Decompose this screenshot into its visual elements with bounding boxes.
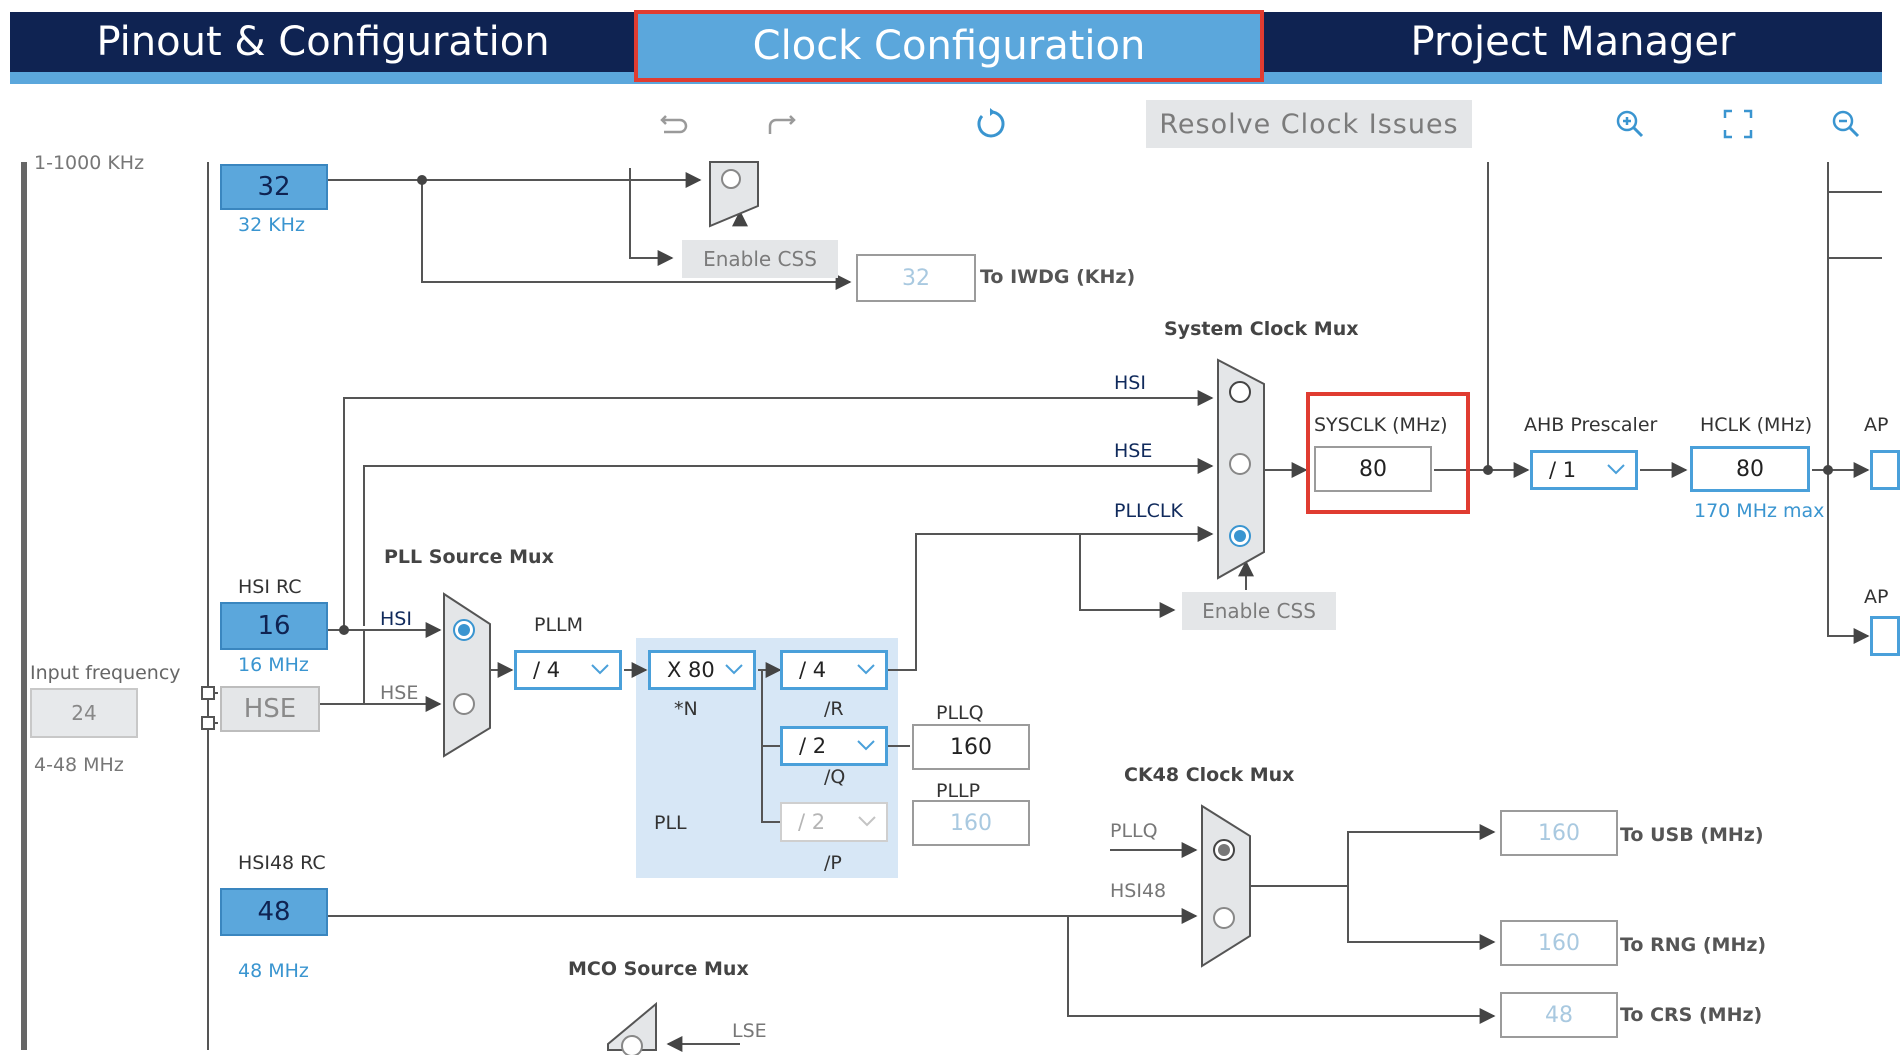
hclk-max-label: 170 MHz max <box>1694 500 1825 522</box>
pllq-output-label: PLLQ <box>936 702 984 724</box>
pllmux-input-hse-label: HSE <box>380 682 419 704</box>
chevron-down-icon <box>1607 464 1625 475</box>
sysmux-input-hse-label: HSE <box>1114 440 1153 462</box>
ck48-radio-pllq[interactable] <box>1212 838 1236 867</box>
pllmux-input-hsi-label: HSI <box>380 608 412 630</box>
resolve-clock-issues-button[interactable]: Resolve Clock Issues <box>1146 100 1472 148</box>
pllm-label: PLLM <box>534 614 584 636</box>
pllp-divider-value: / 2 <box>798 810 826 834</box>
pll-source-mux-title: PLL Source Mux <box>384 546 554 568</box>
chevron-down-icon <box>857 740 875 751</box>
lse-value-box: 32 <box>220 164 328 210</box>
ck48-clock-mux-title: CK48 Clock Mux <box>1124 764 1295 786</box>
mco-source-mux-title: MCO Source Mux <box>568 958 749 980</box>
plln-label: *N <box>674 698 698 720</box>
ahb-prescaler-select[interactable]: / 1 <box>1530 450 1638 490</box>
plln-select[interactable]: X 80 <box>648 650 756 690</box>
enable-css-mid-button[interactable]: Enable CSS <box>1182 592 1336 630</box>
apb2-select-cut[interactable] <box>1870 616 1900 656</box>
hsi48-rc-value-box: 48 <box>220 888 328 936</box>
chevron-down-icon <box>591 664 609 675</box>
rng-output-label: To RNG (MHz) <box>1620 934 1767 956</box>
pllp-divider-label: /P <box>824 852 842 874</box>
sysmux-radio-pllclk[interactable] <box>1228 524 1252 553</box>
redo-icon[interactable] <box>764 106 800 142</box>
mco-radio-lse[interactable] <box>620 1034 644 1055</box>
hclk-label: HCLK (MHz) <box>1700 414 1813 436</box>
sysclk-value-box[interactable]: 80 <box>1314 446 1432 492</box>
sysmux-input-pllclk-label: PLLCLK <box>1114 500 1183 522</box>
chevron-down-icon <box>725 664 743 675</box>
hse-input-frequency-label: Input frequency <box>30 662 181 684</box>
zoom-out-icon[interactable] <box>1828 106 1864 142</box>
pllm-value: / 4 <box>533 658 561 682</box>
hse-range-label: 4-48 MHz <box>34 754 124 776</box>
usb-output-label: To USB (MHz) <box>1620 824 1764 846</box>
enable-css-top-button[interactable]: Enable CSS <box>682 240 838 278</box>
lse-freq-label: 32 KHz <box>238 214 305 236</box>
sysclk-label: SYSCLK (MHz) <box>1314 414 1448 436</box>
sysmux-input-hsi-label: HSI <box>1114 372 1146 394</box>
clock-wires <box>21 161 1882 1052</box>
refresh-icon[interactable] <box>972 106 1008 142</box>
hsi-rc-label: HSI RC <box>238 576 302 598</box>
pllm-select[interactable]: / 4 <box>514 650 622 690</box>
apb2-label-cut: AP <box>1864 586 1889 608</box>
undo-icon[interactable] <box>656 106 692 142</box>
pll-block-label: PLL <box>654 812 687 834</box>
hsi-rc-value-box: 16 <box>220 602 328 650</box>
mco-input-lse-label: LSE <box>732 1020 767 1042</box>
clock-tree-diagram: 1-1000 KHz 32 32 KHz Enable CSS 32 To IW… <box>0 152 1900 1055</box>
chevron-down-icon <box>857 664 875 675</box>
ahb-prescaler-value: / 1 <box>1549 458 1577 482</box>
pllq-select[interactable]: / 2 <box>780 726 888 766</box>
fit-screen-icon[interactable] <box>1720 106 1756 142</box>
crs-output-label: To CRS (MHz) <box>1620 1004 1763 1026</box>
pllr-select[interactable]: / 4 <box>780 650 888 690</box>
iwdg-label: To IWDG (KHz) <box>980 266 1136 288</box>
hsi48-rc-freq-label: 48 MHz <box>238 960 309 982</box>
hsi48-rc-label: HSI48 RC <box>238 852 326 874</box>
chevron-down-icon <box>858 816 876 827</box>
hsi-rc-freq-label: 16 MHz <box>238 654 309 676</box>
lse-mux-radio[interactable] <box>720 168 742 195</box>
zoom-in-icon[interactable] <box>1612 106 1648 142</box>
apb1-select-cut[interactable] <box>1870 450 1900 490</box>
sysclk-highlight <box>1306 392 1470 514</box>
pllq-output-box: 160 <box>912 724 1030 770</box>
hse-input-frequency-field[interactable]: 24 <box>30 688 138 738</box>
ck48-input-pllq-label: PLLQ <box>1110 820 1158 842</box>
tab-clock-configuration[interactable]: Clock Configuration <box>634 10 1264 82</box>
iwdg-value-box: 32 <box>856 254 976 302</box>
pllp-output-label: PLLP <box>936 780 981 802</box>
sysmux-radio-hsi[interactable] <box>1228 380 1252 409</box>
pllmux-radio-hse[interactable] <box>452 692 476 721</box>
pllp-select[interactable]: / 2 <box>780 802 888 842</box>
rng-output-box: 160 <box>1500 920 1618 966</box>
ck48-radio-hsi48[interactable] <box>1212 906 1236 935</box>
usb-output-box: 160 <box>1500 810 1618 856</box>
pllp-output-box: 160 <box>912 800 1030 846</box>
sysmux-radio-hse[interactable] <box>1228 452 1252 481</box>
pllmux-radio-hsi[interactable] <box>452 618 476 647</box>
ck48-input-hsi48-label: HSI48 <box>1110 880 1167 902</box>
tab-project-manager[interactable]: Project Manager <box>1410 19 1736 65</box>
pllq-divider-label: /Q <box>824 766 846 788</box>
lse-range-label: 1-1000 KHz <box>34 152 145 174</box>
hclk-value-box[interactable]: 80 <box>1690 446 1810 492</box>
system-clock-mux-title: System Clock Mux <box>1164 318 1359 340</box>
plln-value: X 80 <box>667 658 715 682</box>
pllr-value: / 4 <box>799 658 827 682</box>
ahb-prescaler-label: AHB Prescaler <box>1524 414 1658 436</box>
tab-pinout-configuration[interactable]: Pinout & Configuration <box>96 19 550 65</box>
hse-source-box[interactable]: HSE <box>220 686 320 732</box>
apb1-label-cut: AP <box>1864 414 1889 436</box>
crs-output-box: 48 <box>1500 992 1618 1038</box>
pllr-label: /R <box>824 698 844 720</box>
pllq-divider-value: / 2 <box>799 734 827 758</box>
